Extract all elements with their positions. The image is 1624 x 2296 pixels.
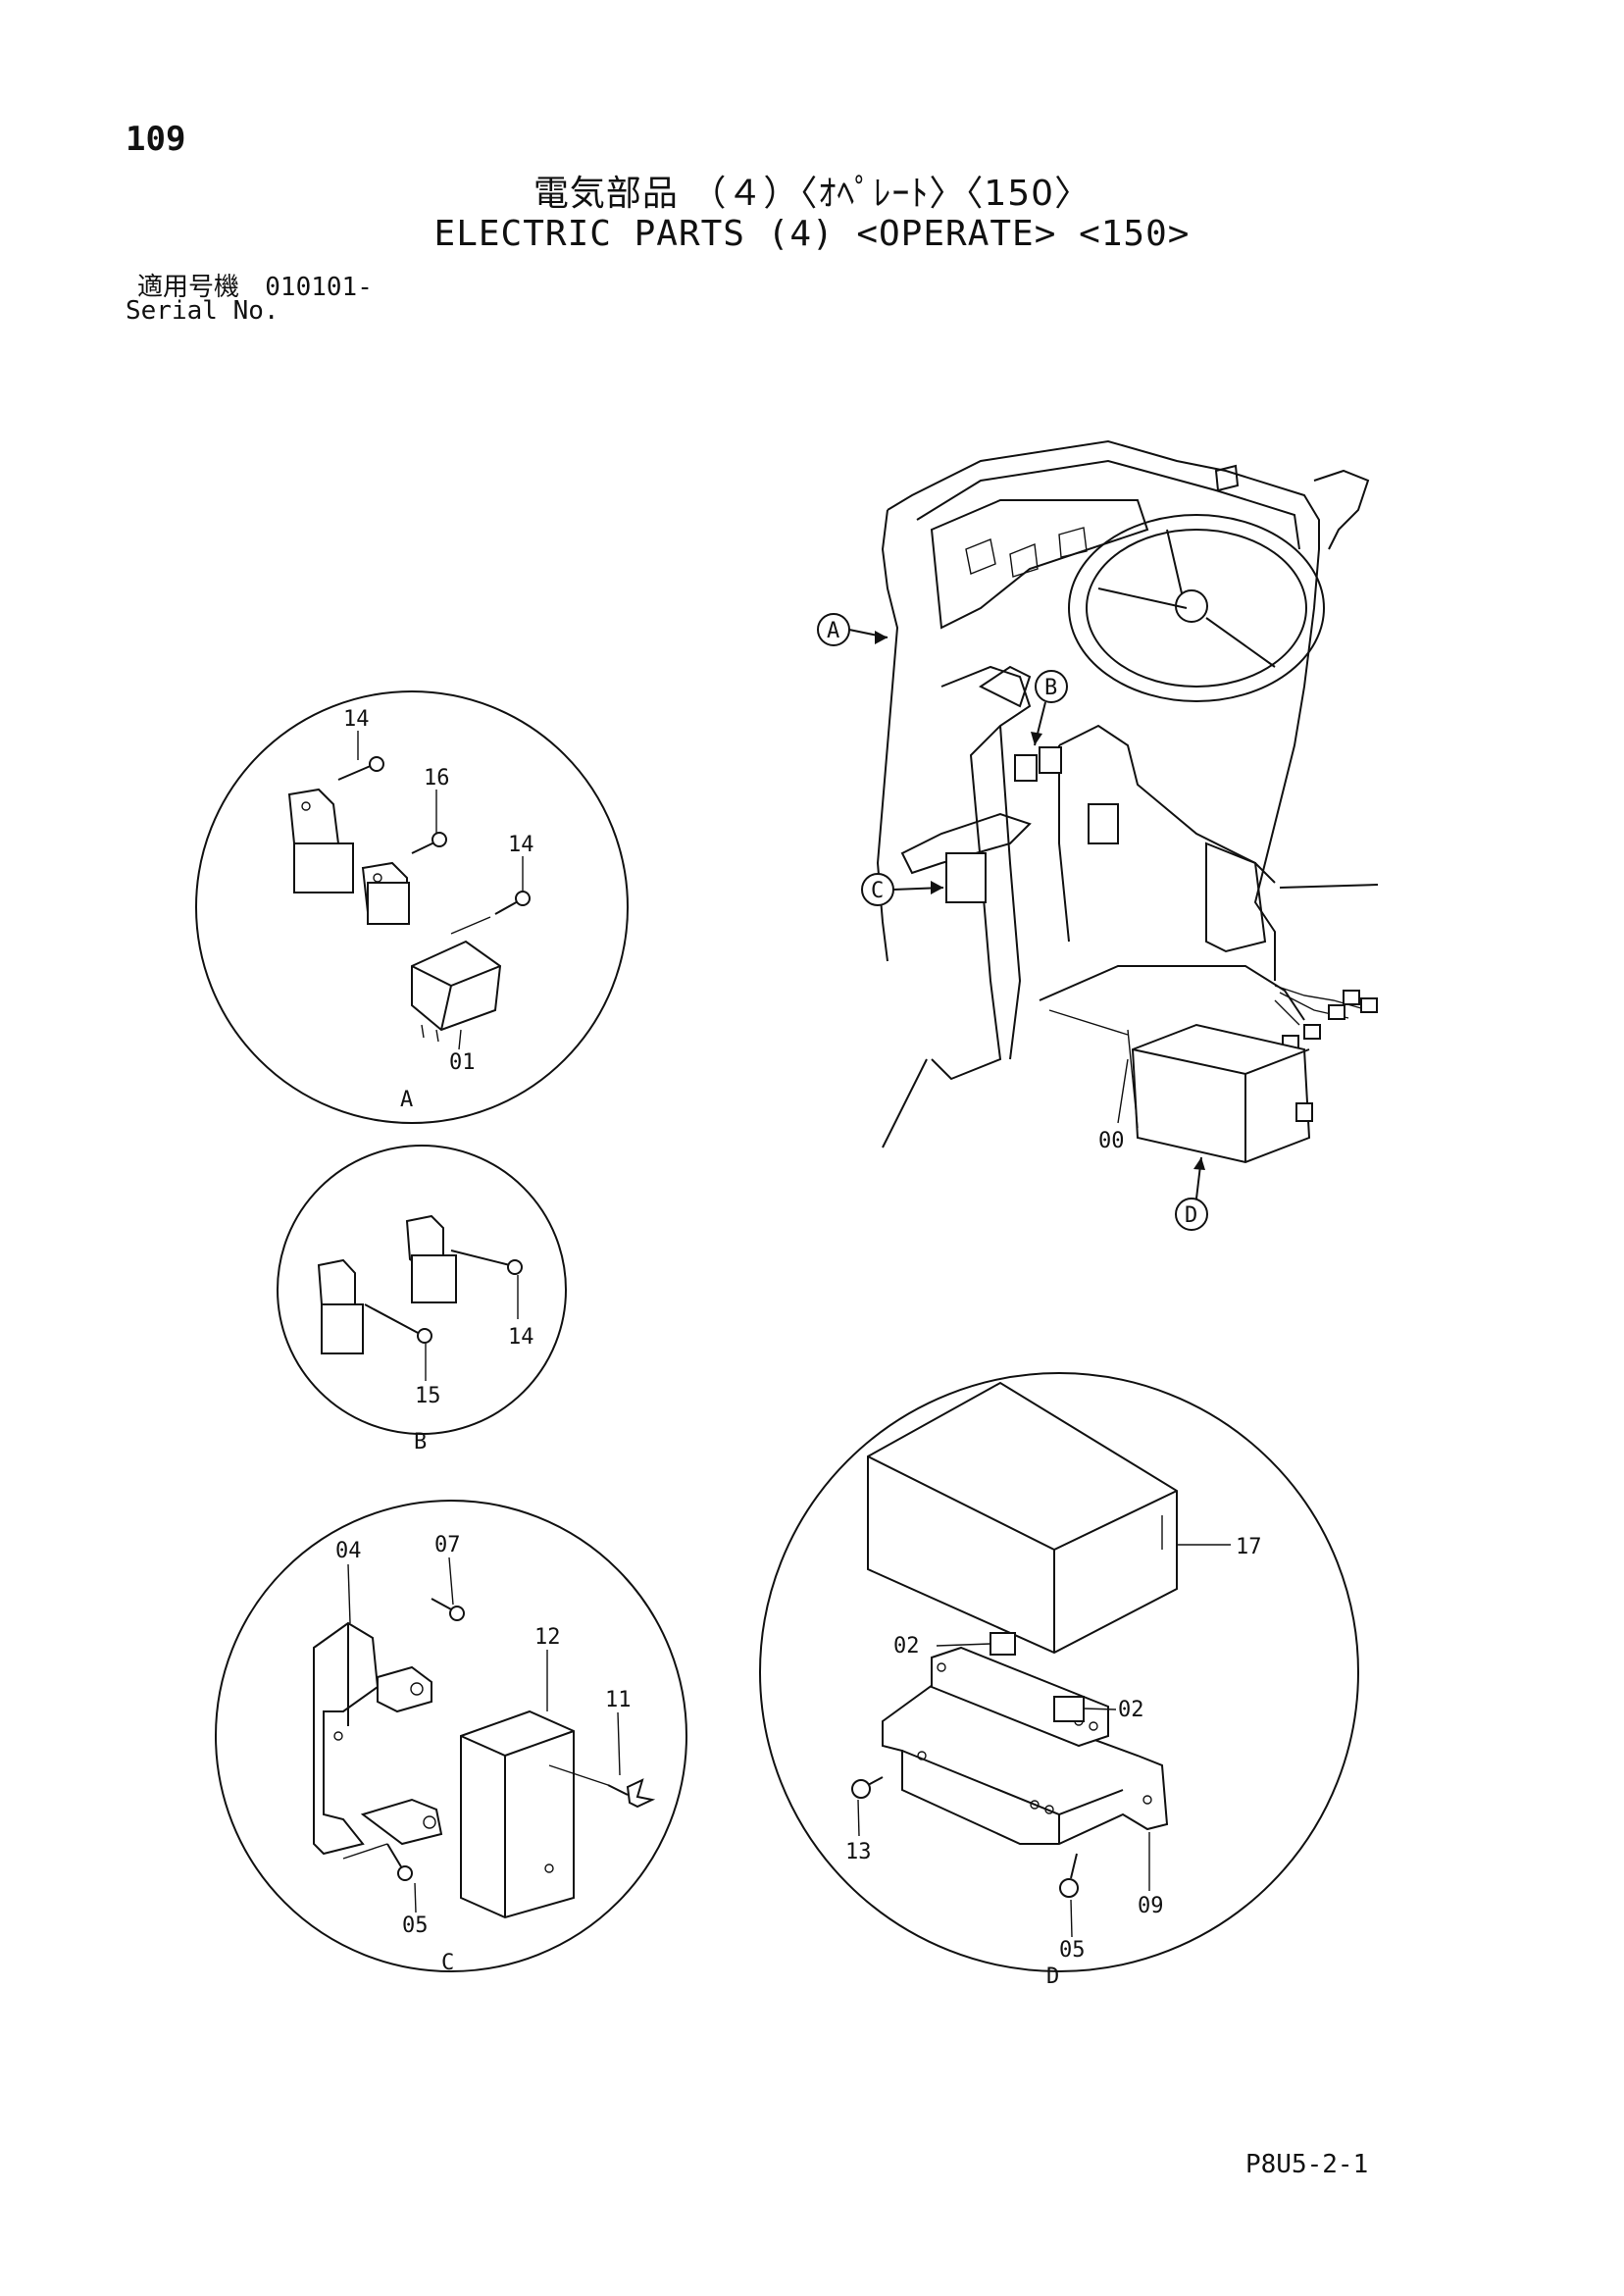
part-label-07: 07 xyxy=(434,1533,461,1557)
part-label-04: 04 xyxy=(335,1539,362,1563)
part-label-12: 12 xyxy=(534,1625,561,1650)
part-label-b14: 14 xyxy=(508,1325,534,1350)
detail-c-label: C xyxy=(441,1951,454,1975)
detail-c: C 04 07 12 11 05 xyxy=(215,1500,687,1975)
detail-a: A 14 16 14 01 xyxy=(195,690,629,1124)
detail-a-label: A xyxy=(400,1088,413,1112)
part-label-b15: 15 xyxy=(415,1384,441,1408)
serial-label-english: Serial No. xyxy=(126,296,279,326)
detail-b-label: B xyxy=(414,1430,427,1454)
page-title-japanese: 電気部品 （４）〈ｵﾍﾟﾚｰﾄ〉〈150〉 xyxy=(533,174,1091,214)
part-label-14-mid: 14 xyxy=(508,833,534,857)
part-label-17: 17 xyxy=(1236,1535,1262,1559)
part-label-09: 09 xyxy=(1138,1894,1164,1918)
part-label-13: 13 xyxy=(845,1840,872,1864)
callout-c-letter: C xyxy=(871,879,884,903)
callout-b-letter: B xyxy=(1044,676,1057,700)
callout-a-letter: A xyxy=(827,619,839,643)
part-label-c05: 05 xyxy=(402,1913,429,1938)
part-label-16: 16 xyxy=(424,766,450,791)
detail-d-label: D xyxy=(1046,1964,1059,1989)
part-label-01: 01 xyxy=(449,1050,476,1075)
page-number: 109 xyxy=(126,120,186,159)
operator-console-assembly xyxy=(876,439,1379,1164)
callout-a-marker: A xyxy=(817,613,888,646)
serial-label-japanese: 適用号機 xyxy=(137,273,240,302)
part-label-11: 11 xyxy=(605,1688,632,1712)
detail-b: B 14 15 xyxy=(277,1145,567,1454)
serial-range: 適用号機 010101- xyxy=(137,267,373,303)
callout-d-marker: D xyxy=(1175,1156,1208,1231)
callout-d-letter: D xyxy=(1185,1203,1197,1228)
part-label-00: 00 xyxy=(1098,1129,1125,1153)
serial-value: 010101- xyxy=(265,273,373,302)
part-label-14-top: 14 xyxy=(343,707,370,732)
detail-d: D 17 02 02 13 05 09 xyxy=(759,1372,1359,1989)
page-code: P8U5-2-1 xyxy=(1245,2150,1369,2179)
part-label-02-left: 02 xyxy=(893,1634,920,1658)
callout-b-marker: B xyxy=(1031,670,1068,746)
part-label-02-right: 02 xyxy=(1118,1698,1144,1722)
page-title-english: ELECTRIC PARTS (4) <OPERATE> <150> xyxy=(433,214,1191,254)
callout-c-marker: C xyxy=(861,873,944,906)
part-label-d05: 05 xyxy=(1059,1938,1086,1963)
